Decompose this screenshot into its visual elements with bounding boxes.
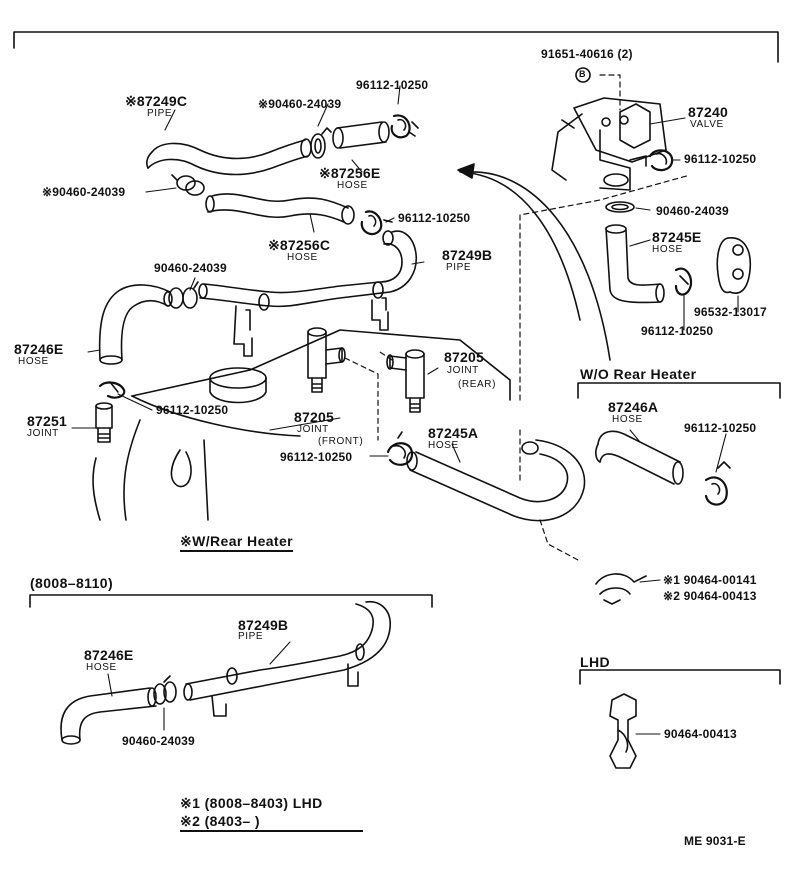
label-87245a-hose: HOSE [428,440,459,451]
label-90460-pipe: 90460-24039 [154,261,227,275]
label-90464-2: ※2 90464-00413 [663,589,757,603]
valve-87240 [551,97,667,191]
joint-87205-front [307,327,346,393]
label-87240-valve: VALVE [690,119,724,130]
clamp-96112-right [674,267,693,296]
label-96112-wo: 96112-10250 [684,421,757,435]
engine-outline [92,329,511,521]
label-96532: 96532-13017 [694,305,767,319]
label-w-rear-heater: ※W/Rear Heater [180,534,294,552]
label-90464-1: ※1 90464-00141 [663,573,757,587]
label-87205-front: 87205 [294,409,334,425]
label-90460-bottom: 90460-24039 [122,734,195,748]
label-87246a-hose: HOSE [612,414,643,425]
pipe-87249b [198,230,417,308]
label-87205-rear-joint: JOINT [447,365,479,376]
clip-90464 [595,573,647,605]
clamp-96112-front [386,431,414,466]
label-87249c-pipe: PIPE [147,108,173,119]
label-87249b: 87249B [442,247,493,263]
label-87251-joint: JOINT [27,428,59,439]
label-87256e: ※87256E [319,165,381,181]
label-87245e: 87245E [652,229,702,245]
label-90464-lhd: 90464-00413 [664,727,737,741]
label-87256e-hose: HOSE [337,180,368,191]
label-96112-valve: 96112-10250 [684,152,757,166]
pipe-87249b-lower [183,601,391,717]
label-87246e-lower: 87246E [84,647,134,663]
label-87205-rear-pos: (REAR) [458,379,497,390]
label-87240: 87240 [688,104,728,120]
label-87256c: ※87256C [268,237,331,253]
clamp-96112-engine [98,381,126,399]
pipe-87249c [146,138,312,176]
hose-87256e [332,121,390,149]
clamp-90460-valve [605,201,635,213]
joint-87251 [95,402,113,443]
hose-87246e [98,284,173,365]
label-87205-rear: 87205 [444,349,484,365]
hose-87245a [406,439,586,522]
clamp-90460-pipe [168,281,199,309]
label-96112-right: 96112-10250 [641,324,714,338]
label-87246e-lower-hose: HOSE [86,662,117,673]
label-87256c-hose: HOSE [287,252,318,263]
label-90460-top: ※90460-24039 [258,97,342,111]
hose-87246a [595,430,684,485]
diagram-code: ME 9031-E [684,834,746,848]
label-87246e-hose: HOSE [18,356,49,367]
grommet-96532 [716,237,752,294]
lhd-bracket [579,669,781,685]
leader-lines [71,85,739,735]
note-2: ※2 (8403– ) [180,814,363,832]
clamp-90460-top [310,127,332,159]
label-96112-front: 96112-10250 [280,450,353,464]
range-bracket [29,594,433,608]
note-1: ※1 (8008–8403) LHD [180,795,323,811]
label-96112-mid: 96112-10250 [398,211,471,225]
label-91651: 91651-40616 (2) [541,47,633,61]
label-range: (8008–8110) [30,575,114,591]
label-90460-valve: 90460-24039 [656,204,729,218]
clamp-90460-left [171,174,205,196]
hose-87245e [605,224,665,304]
pipe-brackets [233,281,389,357]
hose-87256c [205,193,355,225]
label-87245a: 87245A [428,425,479,441]
label-96112-engine: 96112-10250 [156,403,229,417]
label-90460-left: ※90460-24039 [42,185,126,199]
wo-rear-heater-bracket [577,382,781,399]
label-87246a: 87246A [608,399,659,415]
clamp-96112-top [390,114,419,139]
label-87249b-pipe: PIPE [446,262,472,273]
label-87205-front-joint: JOINT [297,424,329,435]
label-wo-rear-heater: W/O Rear Heater [580,366,697,382]
dashed-leaders [344,74,691,561]
joint-87205-rear [386,349,425,413]
b-marker-circle [575,67,591,83]
label-87249b-lower-pipe: PIPE [238,631,264,642]
label-87246e: 87246E [14,341,64,357]
clamp-96112-valve [648,149,674,172]
label-87249b-lower: 87249B [238,617,289,633]
top-frame-bracket [13,31,779,63]
label-87245e-hose: HOSE [652,244,683,255]
label-96112-top: 96112-10250 [356,78,429,92]
label-lhd: LHD [580,654,610,670]
clamp-90460-lower [153,675,177,705]
clip-lhd-90464 [609,693,637,769]
clamp-96112-wo [704,461,731,506]
label-87205-front-pos: (FRONT) [318,436,364,447]
label-87251: 87251 [27,413,67,429]
label-87249c: ※87249C [125,93,188,109]
label-b-marker: B [579,69,586,79]
hose-87246e-lower [60,687,157,745]
routing-arrows [457,163,611,361]
